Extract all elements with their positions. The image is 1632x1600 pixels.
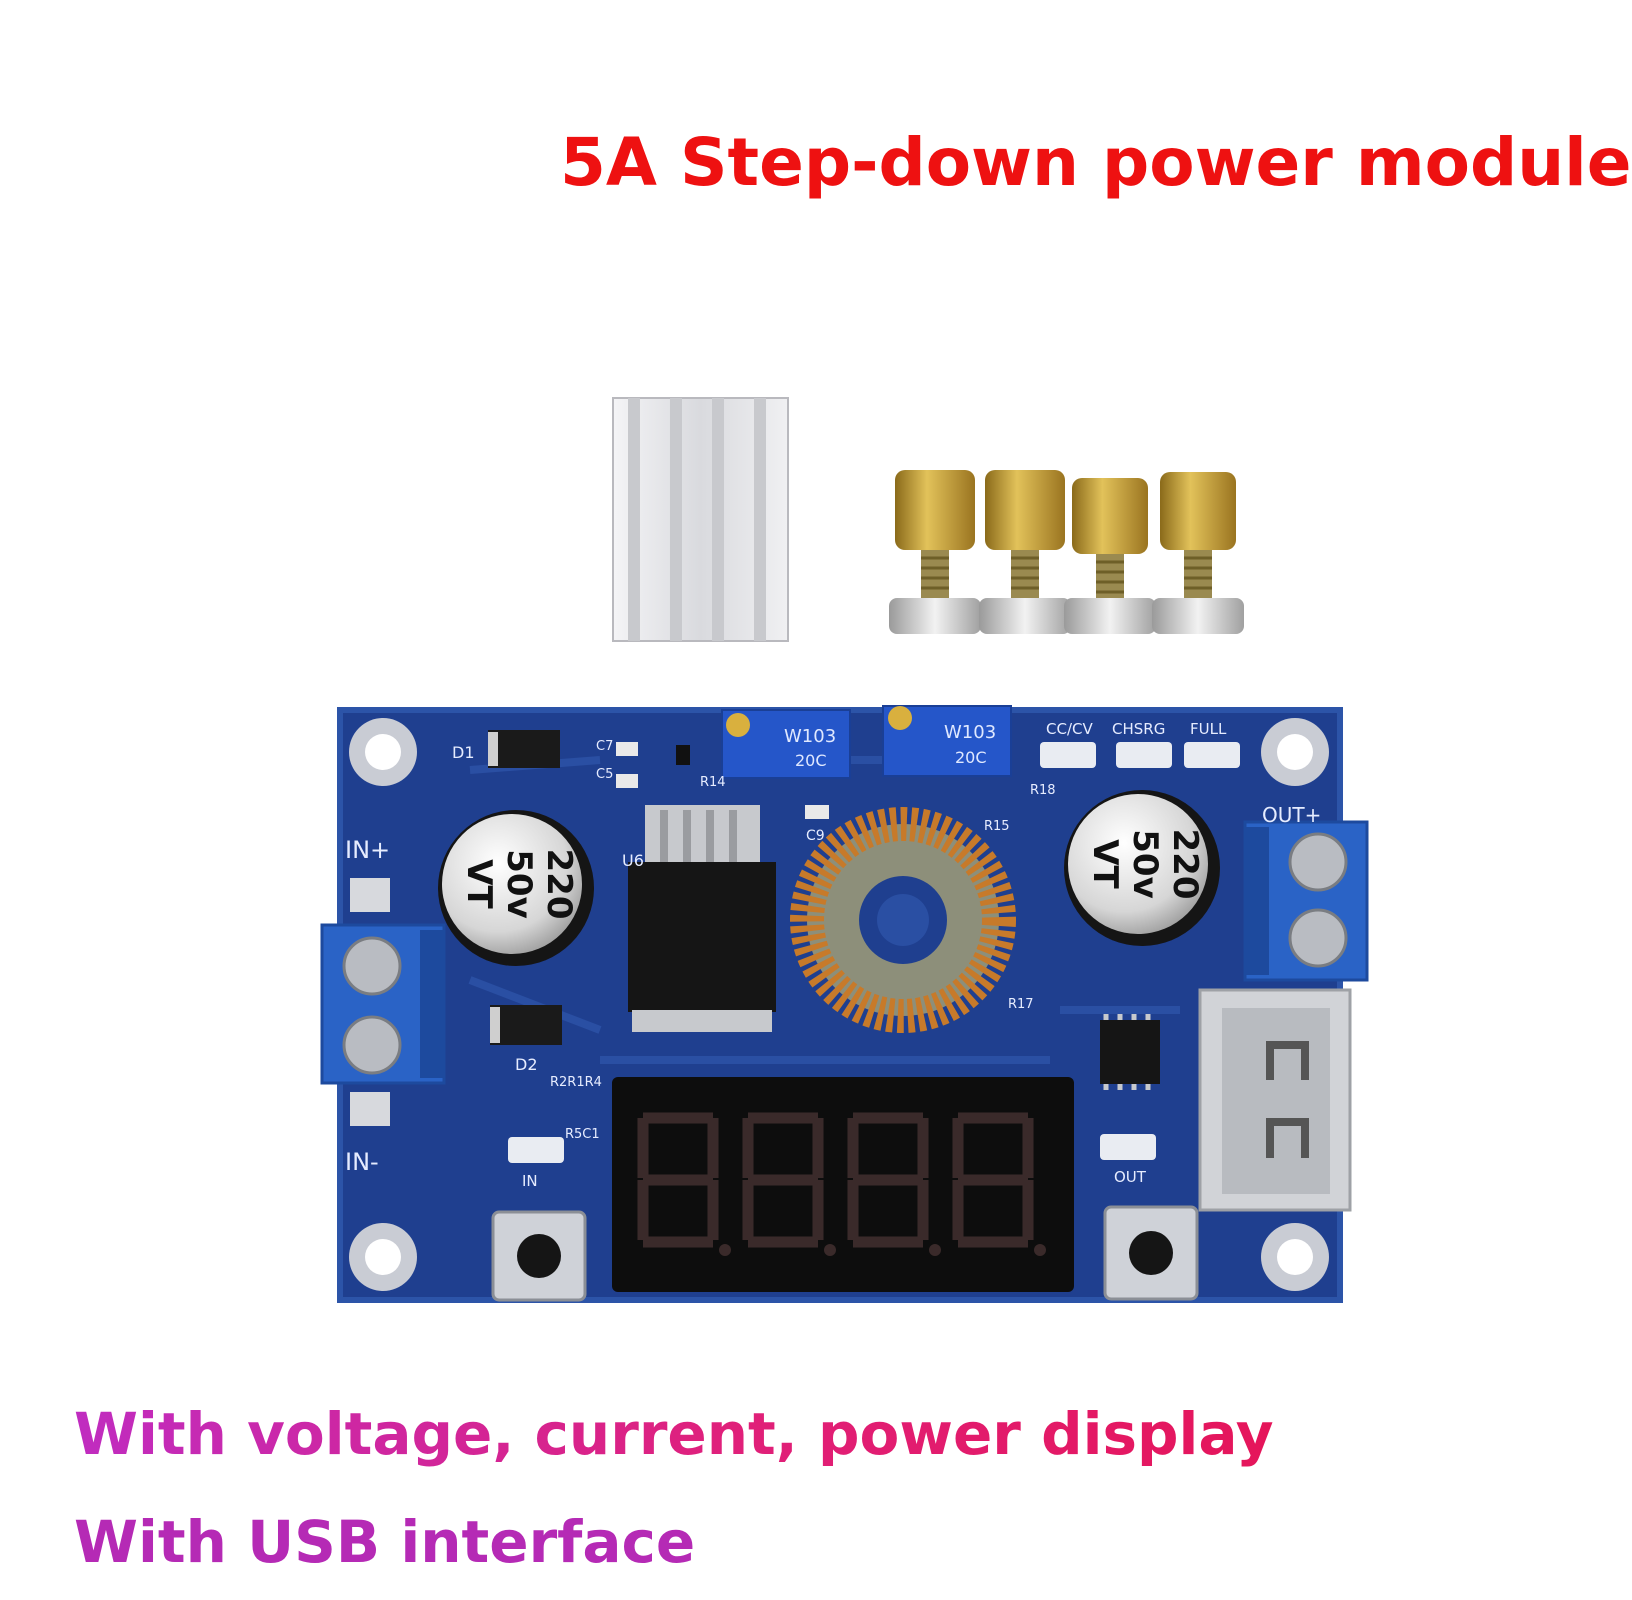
potentiometer-2[interactable] <box>882 705 1012 777</box>
led-cc-cv <box>1040 742 1096 768</box>
label-d1: D1 <box>452 743 475 762</box>
headline: 5A Step-down power module <box>560 124 1632 201</box>
tact-button-left[interactable] <box>491 1210 587 1302</box>
label-full: FULL <box>1190 720 1227 738</box>
pot1-sublabel: 20C <box>795 751 827 770</box>
label-cc-cv: CC/CV <box>1046 720 1093 738</box>
toroidal-inductor <box>790 807 1016 1033</box>
standoff-screw-4 <box>1152 472 1244 634</box>
feature-usb-caption: With USB interface <box>74 1508 696 1576</box>
label-r15: R15 <box>984 819 1010 834</box>
mounting-hole-tr <box>1261 718 1329 786</box>
diode-d1 <box>488 730 560 768</box>
label-r18: R18 <box>1030 783 1056 798</box>
pot2-label: W103 <box>944 722 996 743</box>
usb-port[interactable] <box>1198 988 1352 1212</box>
standoff-screw-3 <box>1064 478 1156 634</box>
label-c7: C7 <box>596 739 613 754</box>
label-chsrg: CHSRG <box>1112 720 1165 738</box>
regulator-ic-u6 <box>628 805 776 1032</box>
led-in <box>508 1137 564 1163</box>
mounting-hole-bl <box>349 1223 417 1291</box>
cap-right-line1: 220 <box>1165 829 1205 900</box>
soic-ic <box>1100 1014 1160 1090</box>
led-chsrg <box>1116 742 1172 768</box>
label-in-minus: IN- <box>345 1148 379 1176</box>
label-r14: R14 <box>700 775 726 790</box>
standoff-screw-2 <box>979 470 1071 634</box>
output-terminal-block <box>1243 820 1369 982</box>
led-out <box>1100 1134 1156 1160</box>
pot1-label: W103 <box>784 726 836 747</box>
label-r2r1r4: R2R1R4 <box>550 1075 602 1090</box>
input-terminal-block <box>320 878 446 1126</box>
heatsink <box>612 397 789 642</box>
mounting-hole-br <box>1261 1223 1329 1291</box>
standoff-screw-1 <box>889 470 981 634</box>
label-in-led: IN <box>522 1172 538 1190</box>
cap-left-line2: 50v <box>499 849 539 918</box>
led-full <box>1184 742 1240 768</box>
smd-cap <box>616 774 638 788</box>
cap-left-line1: 220 <box>539 849 579 920</box>
label-c9: C9 <box>806 828 825 844</box>
cap-right-line2: 50v <box>1125 829 1165 898</box>
label-out-plus: OUT+ <box>1262 803 1321 827</box>
capacitor-right: 220 50v VT <box>1064 790 1220 946</box>
label-r5c1: R5C1 <box>565 1127 600 1142</box>
cap-left-line3: VT <box>459 859 499 909</box>
smd-cap <box>616 742 638 756</box>
label-r17: R17 <box>1008 997 1034 1012</box>
smd-cap-c9 <box>805 805 829 819</box>
label-out-led: OUT <box>1114 1168 1147 1186</box>
capacitor-left: 220 50v VT <box>438 810 594 966</box>
seven-segment-display <box>612 1077 1074 1292</box>
feature-display-caption: With voltage, current, power display <box>74 1394 1274 1474</box>
label-u6: U6 <box>622 851 644 870</box>
label-in-plus: IN+ <box>345 836 390 864</box>
diode-d2 <box>490 1005 562 1045</box>
label-c5: C5 <box>596 767 613 782</box>
potentiometer-1[interactable] <box>721 709 851 779</box>
label-d2: D2 <box>515 1055 538 1074</box>
tact-button-right[interactable] <box>1103 1205 1199 1301</box>
cap-right-line3: VT <box>1085 839 1125 889</box>
mounting-hole-tl <box>349 718 417 786</box>
pot2-sublabel: 20C <box>955 748 987 767</box>
smd-resistor <box>676 745 690 765</box>
